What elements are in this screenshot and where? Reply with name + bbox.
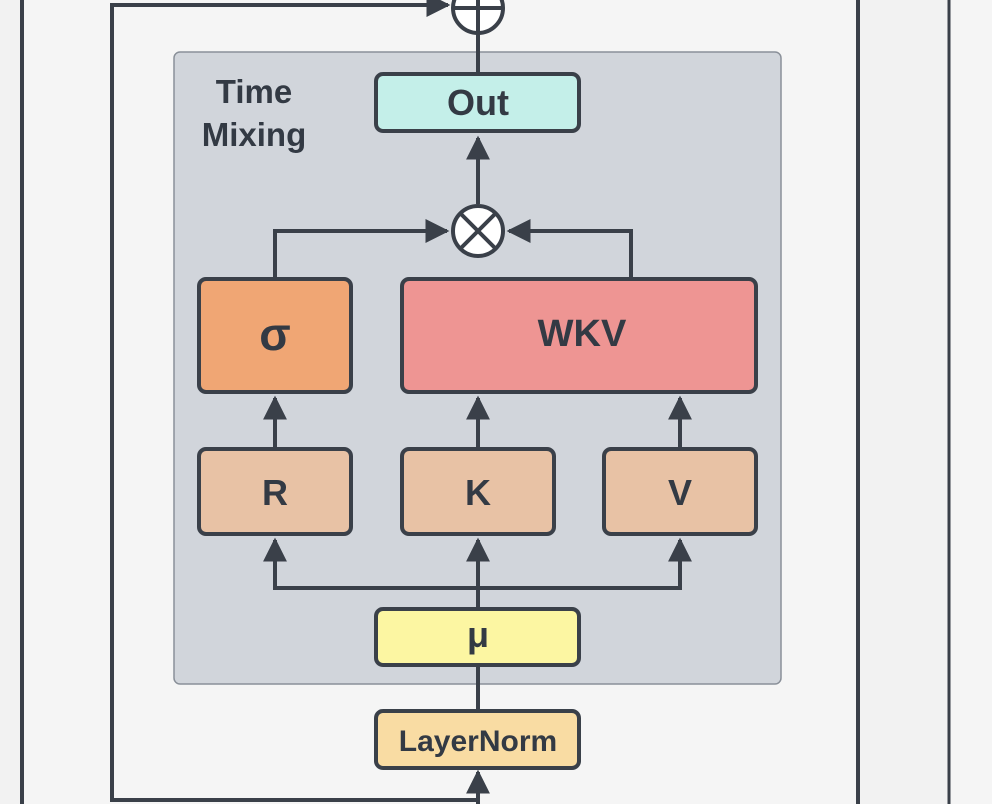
layernorm-node: LayerNorm (374, 709, 581, 770)
r-node-label: R (262, 472, 288, 513)
layernorm-node-label: LayerNorm (399, 725, 557, 758)
sigma-node: σ (197, 277, 353, 394)
r-node: R (197, 447, 353, 536)
multiply-operator (451, 204, 505, 258)
group-title-line1: Time (216, 73, 292, 110)
residual-connection (110, 0, 478, 802)
out-node: Out (374, 72, 581, 133)
add-operator (451, 0, 505, 35)
wkv-to-multiply-arrow (506, 219, 633, 278)
wkv-node: WKV (400, 277, 758, 394)
out-node-label: Out (447, 82, 509, 123)
v-node-label: V (668, 472, 692, 513)
mu-node-label: μ (467, 614, 489, 655)
sigma-to-multiply-arrow (273, 219, 450, 278)
group-title-line2: Mixing (202, 116, 307, 153)
v-node: V (602, 447, 758, 536)
mu-node: μ (374, 607, 581, 667)
adjacent-panel-fill (951, 0, 992, 804)
k-node: K (400, 447, 556, 536)
sigma-node-label: σ (259, 308, 290, 360)
k-node-label: K (465, 472, 491, 513)
wkv-node-label: WKV (538, 313, 627, 355)
